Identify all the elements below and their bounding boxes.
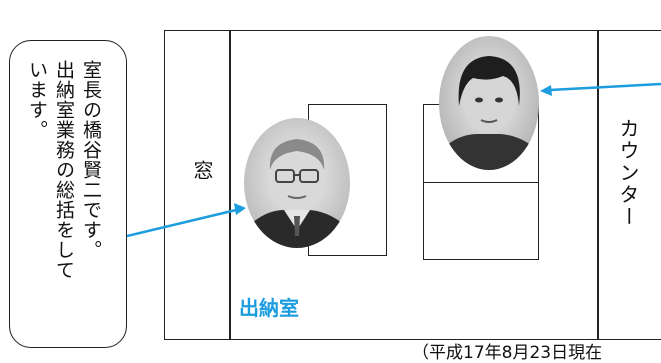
date-note: （平成17年8月23日現在 (412, 343, 603, 363)
counter-label: カウンター (616, 118, 640, 228)
room-name-label: 出納室 (239, 296, 299, 320)
arrow-head-chief (234, 203, 246, 215)
arrow-head-staff (540, 85, 552, 96)
arrow-to-staff (549, 82, 661, 92)
pointer-arrows (126, 82, 661, 238)
arrow-to-chief (126, 208, 237, 238)
chief-portrait-photo (244, 118, 350, 248)
callout-balloon (9, 40, 127, 348)
window-label: 窓 (190, 160, 214, 180)
window-wall-line (229, 30, 231, 340)
desk-staff-lower (423, 182, 539, 260)
counter-wall-line (597, 30, 599, 340)
room-outline (164, 30, 661, 340)
staff-portrait-photo (439, 36, 539, 170)
callout-text: 室長の橋谷賢二です。 出納室業務の総括をして います。 (26, 60, 102, 280)
